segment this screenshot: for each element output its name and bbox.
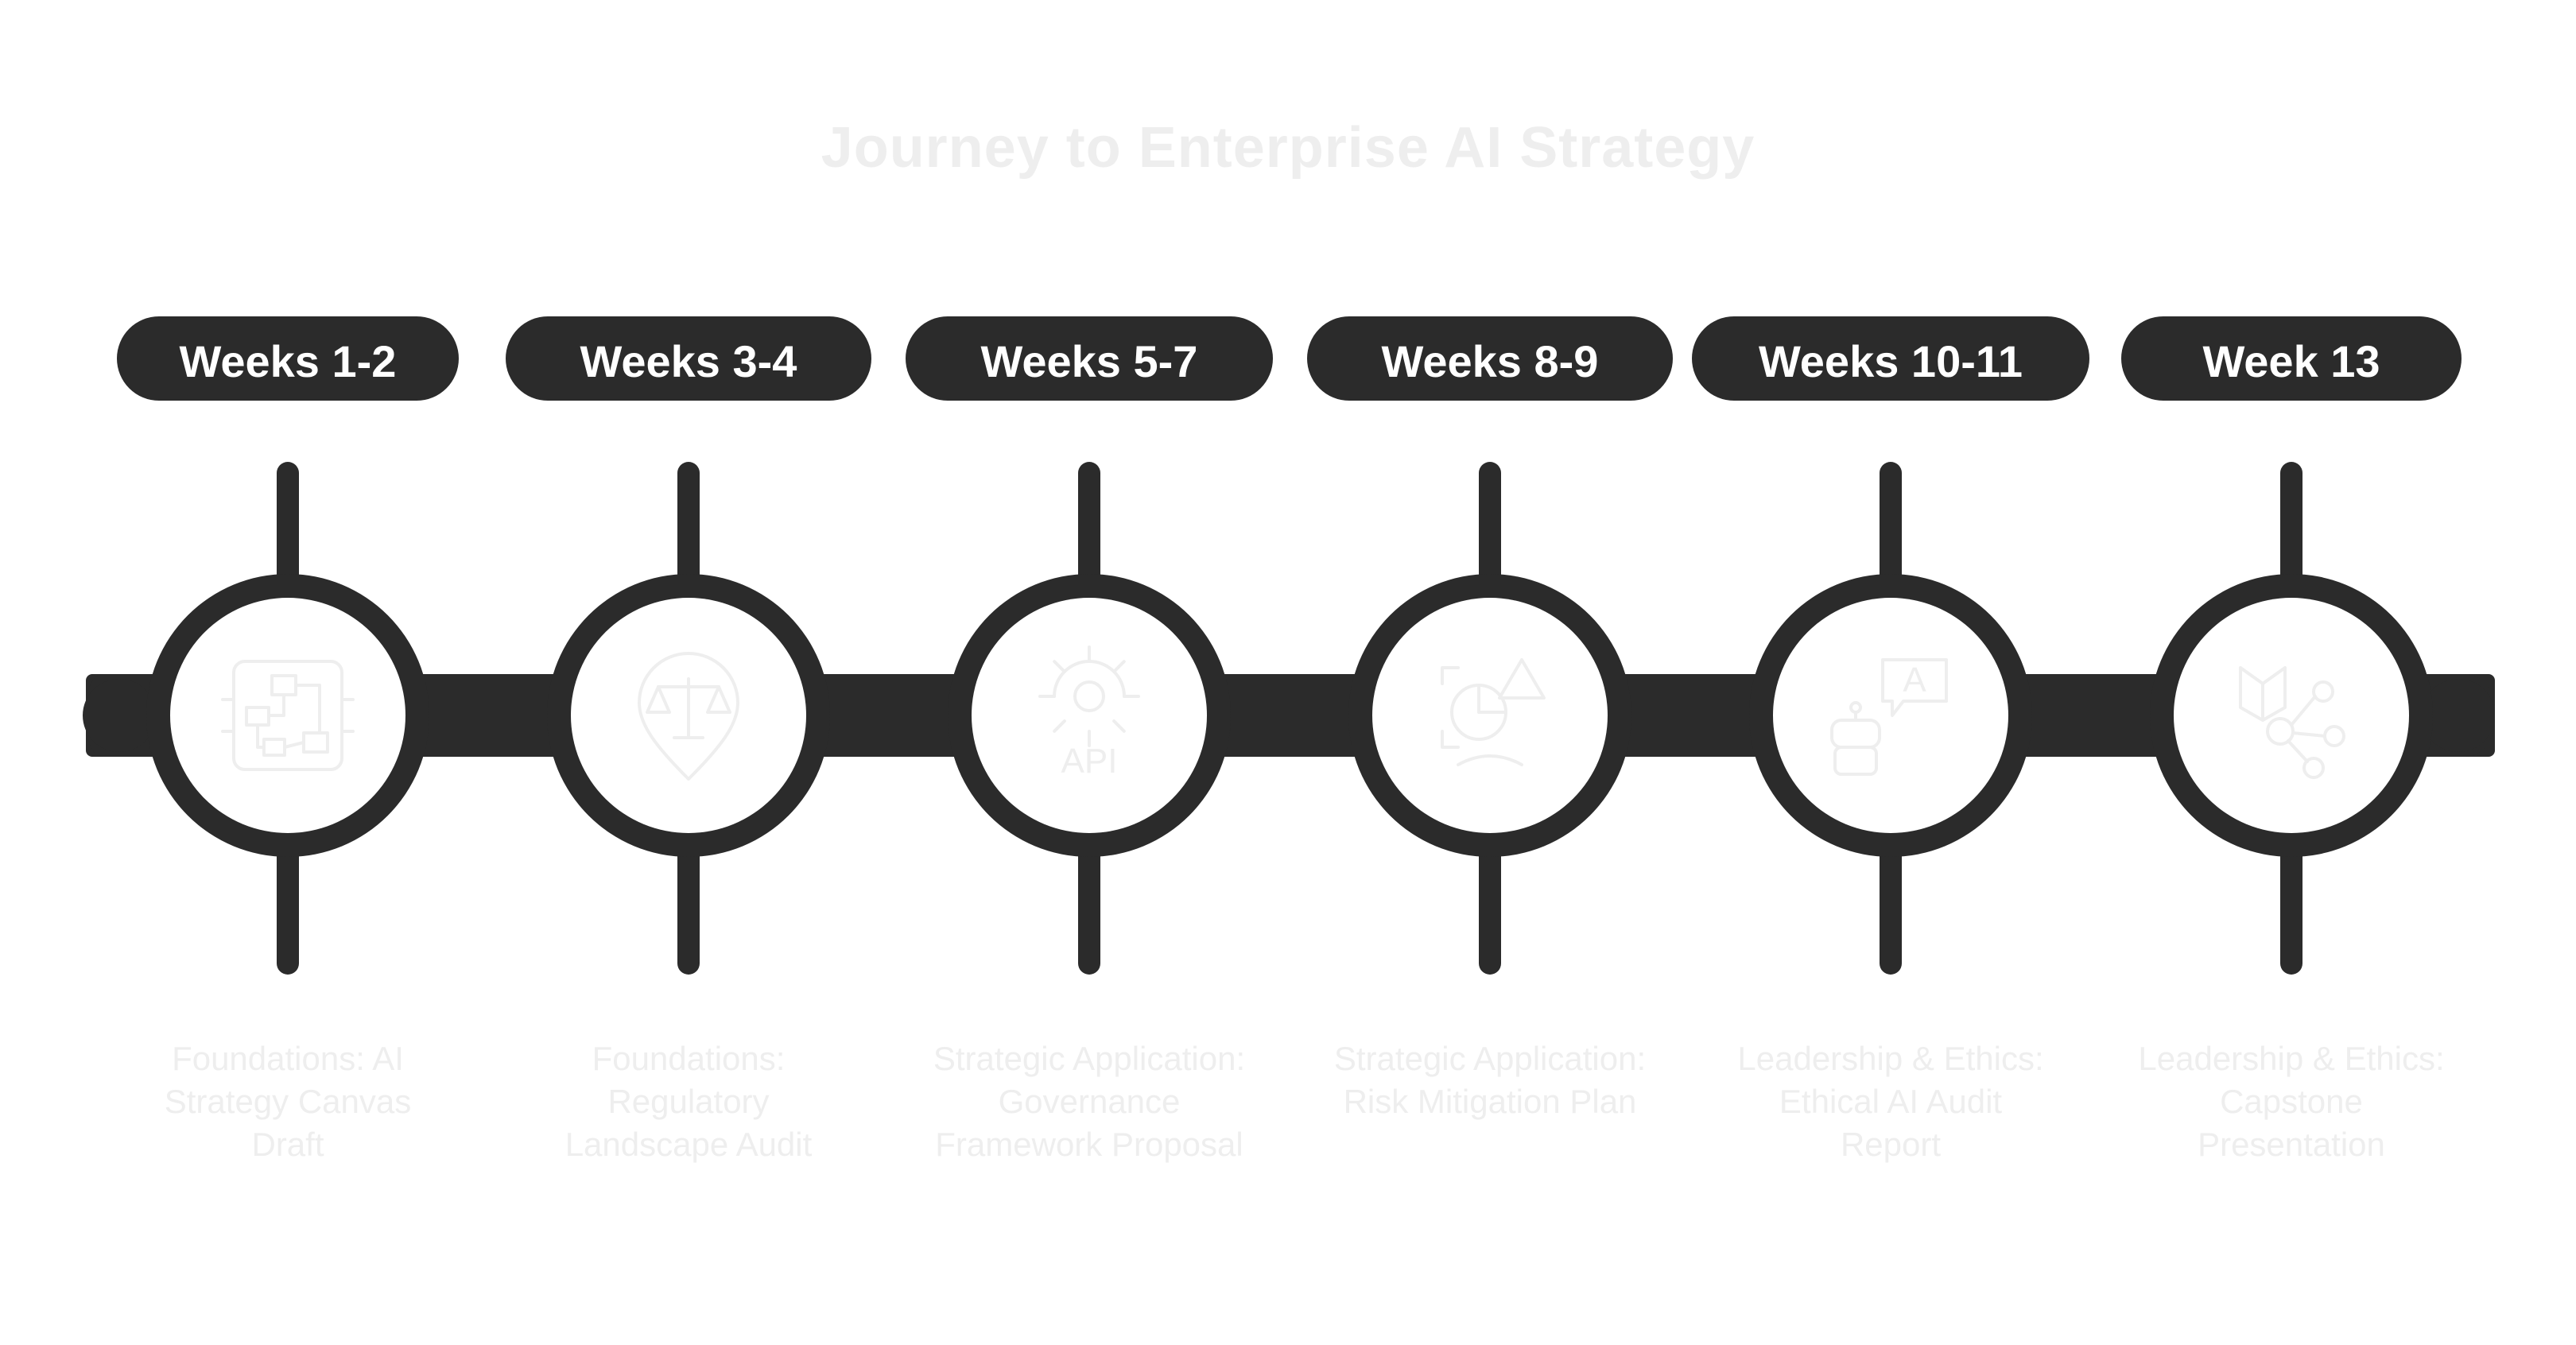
milestone-label-pill: Weeks 5-7 <box>906 316 1273 401</box>
milestone-description: Strategic Application: Governance Framew… <box>933 1040 1246 1163</box>
risk-analysis-icon <box>1441 658 1546 766</box>
milestone-label: Weeks 8-9 <box>1382 336 1599 386</box>
api-label: API <box>1061 742 1118 781</box>
milestone-4: Weeks 8-9 <box>1307 316 1673 975</box>
node-face <box>972 598 1207 833</box>
milestone-1: Weeks 1-2 <box>117 316 459 975</box>
milestone-description: Strategic Application: Risk Mitigation P… <box>1333 1040 1647 1120</box>
book-network-icon <box>2239 666 2345 779</box>
milestone-label-pill: Week 13 <box>2121 316 2462 401</box>
milestone-label-pill: Weeks 8-9 <box>1307 316 1673 401</box>
milestone-description: Foundations: AI Strategy Canvas Draft <box>164 1040 412 1163</box>
node-face <box>170 598 405 833</box>
milestone-description: Leadership & Ethics: Ethical AI Audit Re… <box>1737 1040 2044 1163</box>
flowchart-board-icon <box>221 660 355 771</box>
page-title: Journey to Enterprise AI Strategy <box>821 116 1755 180</box>
robot-chat-icon: A <box>1830 658 1948 776</box>
milestone-5: Weeks 10-11A <box>1692 316 2089 975</box>
node-face <box>1372 598 1608 833</box>
milestone-2: Weeks 3-4 <box>506 316 871 975</box>
milestone-label-pill: Weeks 10-11 <box>1692 316 2089 401</box>
api-gear-icon: API <box>1038 645 1140 781</box>
milestone-label: Weeks 5-7 <box>981 336 1198 386</box>
milestone-6: Week 13 <box>2121 316 2462 975</box>
timeline-bar <box>83 674 2495 757</box>
chat-letter: A <box>1903 661 1926 700</box>
milestone-label: Weeks 10-11 <box>1759 336 2023 386</box>
milestone-label: Weeks 1-2 <box>180 336 397 386</box>
milestone-label: Week 13 <box>2202 336 2380 386</box>
milestone-description: Leadership & Ethics: Capstone Presentati… <box>2138 1040 2445 1163</box>
node-face <box>2174 598 2409 833</box>
milestone-label: Weeks 3-4 <box>580 336 797 386</box>
milestone-description: Foundations: Regulatory Landscape Audit <box>564 1040 813 1163</box>
milestone-label-pill: Weeks 1-2 <box>117 316 459 401</box>
justice-scale-pin-icon <box>638 652 739 781</box>
milestone-label-pill: Weeks 3-4 <box>506 316 871 401</box>
